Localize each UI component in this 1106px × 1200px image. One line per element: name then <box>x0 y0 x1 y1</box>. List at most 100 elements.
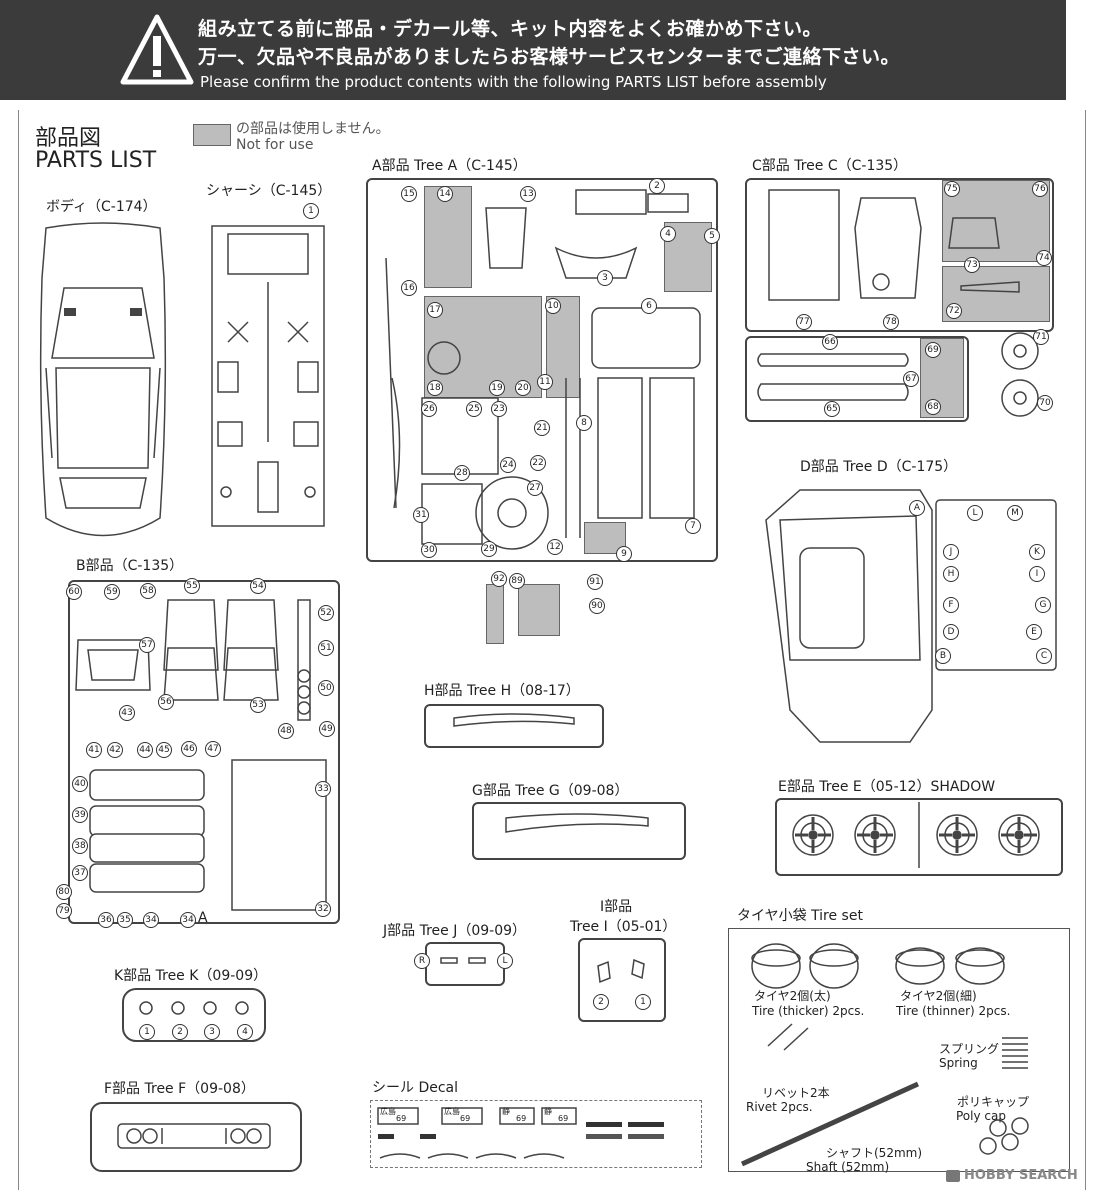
part-number: 90 <box>589 598 605 614</box>
part-number: 38 <box>72 838 88 854</box>
part-number: 2 <box>593 994 609 1010</box>
tree-a-unused-92 <box>486 584 504 644</box>
part-letter: I <box>1029 566 1045 582</box>
shaft-en: Shaft (52mm) <box>806 1160 890 1174</box>
decal-plate-number: 69 <box>396 1114 407 1123</box>
part-number: 44 <box>137 742 153 758</box>
spring-en: Spring <box>939 1056 978 1070</box>
part-number: 40 <box>72 776 88 792</box>
part-number: 4 <box>237 1024 253 1040</box>
wheel-part <box>792 814 834 856</box>
part-number: 76 <box>1032 181 1048 197</box>
part-number: 65 <box>824 401 840 417</box>
part-number: 41 <box>86 742 102 758</box>
spring-jp: スプリング <box>939 1042 1000 1056</box>
part-number: 91 <box>587 574 603 590</box>
part-number: 13 <box>520 186 536 202</box>
tree-j-part <box>440 957 486 964</box>
part-number: 21 <box>534 420 550 436</box>
part-number: 89 <box>509 573 525 589</box>
part-number: 1 <box>303 203 319 219</box>
tree-c-parts-lower <box>757 332 1039 417</box>
part-number: 32 <box>315 901 331 917</box>
part-number: 67 <box>903 371 919 387</box>
tree-k-label: K部品 Tree K（09-09） <box>114 968 268 984</box>
part-number: 34 <box>143 912 159 928</box>
decal-plate-text: 静 <box>544 1107 552 1116</box>
part-number: 9 <box>616 546 632 562</box>
legend-jp: の部品は使用しません。 <box>236 121 390 137</box>
shaft-jp: シャフト(52mm) <box>826 1146 923 1160</box>
part-number: 25 <box>466 401 482 417</box>
decal-plate-number: 69 <box>558 1114 569 1123</box>
part-number: 16 <box>401 280 417 296</box>
tree-i-label: Tree I（05-01） <box>570 919 677 935</box>
decal-plate-text: 広島 <box>380 1107 396 1116</box>
part-number: 54 <box>250 578 266 594</box>
part-letter: F <box>943 597 959 613</box>
parts-list-title-en: PARTS LIST <box>35 148 157 173</box>
part-number: 11 <box>537 374 553 390</box>
page-frame <box>18 110 1086 1190</box>
warning-jp-line1: 組み立てる前に部品・デカール等、キット内容をよくお確かめ下さい。 <box>198 18 823 40</box>
part-number: 29 <box>481 541 497 557</box>
part-number: 22 <box>530 455 546 471</box>
warning-jp-line2: 万一、欠品や不良品がありましたらお客様サービスセンターまでご連絡下さい。 <box>198 46 901 68</box>
part-number: 36 <box>98 912 114 928</box>
part-letter: E <box>1026 624 1042 640</box>
tree-i-parts <box>597 958 645 984</box>
tire-thick-en: Tire (thicker) 2pcs. <box>752 1004 865 1018</box>
part-number: 45 <box>156 742 172 758</box>
part-number: 75 <box>944 181 960 197</box>
part-number: 7 <box>685 518 701 534</box>
part-letter: L <box>497 953 513 969</box>
tree-i-frame <box>578 938 666 1022</box>
part-letter: R <box>414 953 430 969</box>
tree-e-wheels <box>792 802 1040 868</box>
tree-j-frame <box>425 942 505 986</box>
part-number: 42 <box>107 742 123 758</box>
part-number: 15 <box>401 186 417 202</box>
part-number: 39 <box>72 807 88 823</box>
tree-d-label: D部品 Tree D（C-175） <box>800 459 958 475</box>
part-number: 14 <box>437 186 453 202</box>
part-number: 58 <box>140 583 156 599</box>
part-number: 4 <box>660 226 676 242</box>
part-number: 53 <box>250 697 266 713</box>
watermark: HOBBY SEARCH <box>964 1168 1078 1183</box>
part-number: 52 <box>318 605 334 621</box>
part-number: 2 <box>172 1024 188 1040</box>
part-number: 48 <box>278 723 294 739</box>
tree-i-label-jp: I部品 <box>600 899 633 915</box>
tree-g-label: G部品 Tree G（09-08） <box>472 783 629 799</box>
part-number: 10 <box>545 298 561 314</box>
part-letter: J <box>943 544 959 560</box>
tree-a-unused-89 <box>518 584 560 636</box>
part-number: 27 <box>527 480 543 496</box>
part-number: 46 <box>181 741 197 757</box>
tree-a-unused-14 <box>424 186 472 288</box>
tree-b-label: B部品（C-135） <box>76 558 184 574</box>
part-number: 73 <box>964 257 980 273</box>
tree-d-parts <box>765 489 1057 743</box>
tire-set-label: タイヤ小袋 Tire set <box>737 908 863 924</box>
decal-plate-number: 69 <box>516 1114 527 1123</box>
wheel-part <box>998 814 1040 856</box>
tire-thick-jp: タイヤ2個(太) <box>754 989 831 1003</box>
tree-g-part <box>505 813 649 833</box>
part-number: 66 <box>822 334 838 350</box>
part-number: 56 <box>158 694 174 710</box>
part-number: 20 <box>515 380 531 396</box>
part-letter: L <box>967 505 983 521</box>
tire-set-frame <box>728 928 1070 1172</box>
part-number: 26 <box>421 401 437 417</box>
part-number: 70 <box>1037 395 1053 411</box>
part-number: 68 <box>925 399 941 415</box>
part-number: 3 <box>597 270 613 286</box>
tree-f-label: F部品 Tree F（09-08） <box>104 1081 255 1097</box>
part-number: 74 <box>1036 250 1052 266</box>
part-number: 35 <box>117 912 133 928</box>
polycap-en: Poly cap <box>956 1109 1006 1123</box>
part-number: 71 <box>1033 329 1049 345</box>
part-number: 18 <box>427 380 443 396</box>
